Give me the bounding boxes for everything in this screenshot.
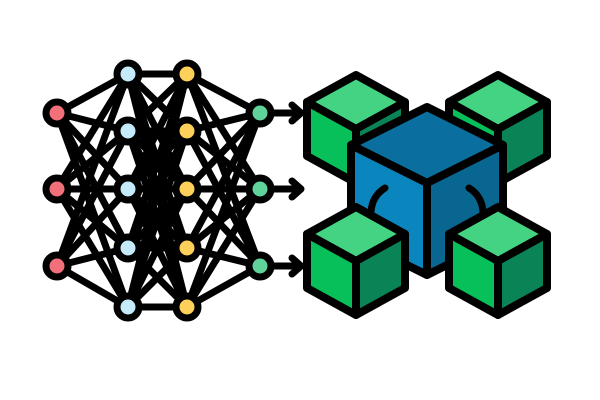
block-bottom-right <box>445 203 551 319</box>
node-input <box>42 98 72 128</box>
node-hidden <box>113 116 143 146</box>
arrow-head-icon <box>288 101 305 125</box>
connection-line <box>183 70 264 270</box>
connection-line <box>183 127 264 193</box>
cube-right-face <box>494 230 551 319</box>
connection-line <box>183 185 264 311</box>
network-connections <box>53 70 264 311</box>
node-hidden <box>172 292 202 322</box>
node-output <box>245 174 275 204</box>
node-input <box>42 251 72 281</box>
blockchain-front-blocks <box>303 203 551 319</box>
connection-line <box>53 109 132 311</box>
node-output <box>245 98 275 128</box>
network-nodes <box>42 59 275 322</box>
node-hidden <box>113 233 143 263</box>
node-hidden <box>172 174 202 204</box>
connection-line <box>124 185 191 311</box>
node-input <box>42 174 72 204</box>
connection-line <box>183 109 264 193</box>
connection-line <box>53 109 132 193</box>
node-hidden <box>172 116 202 146</box>
connection-line <box>183 127 264 270</box>
node-hidden <box>172 59 202 89</box>
node-hidden <box>113 174 143 204</box>
connection-line <box>124 127 191 311</box>
node-output <box>245 251 275 281</box>
arrow-head-icon <box>288 254 305 278</box>
node-hidden <box>113 59 143 89</box>
cube-right-face <box>352 230 409 319</box>
connection-line <box>183 109 264 311</box>
connection-line <box>183 70 264 193</box>
connection-line <box>53 70 132 270</box>
connection-line <box>53 185 132 270</box>
connection-line <box>53 127 132 270</box>
connection-line <box>53 185 132 311</box>
arrow-head-icon <box>288 177 305 201</box>
block-bottom-left <box>303 203 409 319</box>
connection-line <box>53 70 132 193</box>
connection-line <box>53 185 132 252</box>
connection-line <box>183 185 264 270</box>
node-hidden <box>113 292 143 322</box>
node-hidden <box>172 233 202 263</box>
